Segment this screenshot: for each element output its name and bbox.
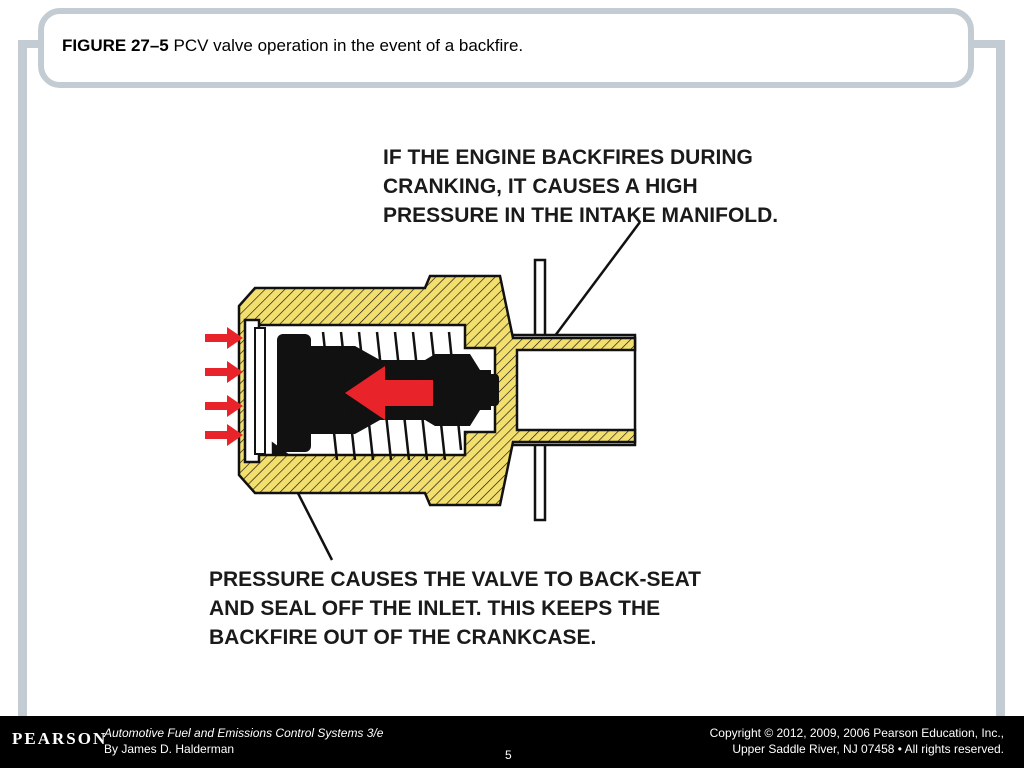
valve-seat-disc xyxy=(277,334,311,452)
red-arrow-icon xyxy=(205,424,243,446)
frame-left-bar xyxy=(18,40,27,716)
slide-title: FIGURE 27–5 PCV valve operation in the e… xyxy=(62,36,523,56)
callout-top-line: IF THE ENGINE BACKFIRES DURING xyxy=(383,146,753,169)
book-author: By James D. Halderman xyxy=(104,742,235,756)
frame-right-bar xyxy=(996,40,1005,716)
pcv-valve-diagram xyxy=(205,258,637,522)
callout-bottom: PRESSURE CAUSES THE VALVE TO BACK-SEAT A… xyxy=(209,565,701,652)
footer: PEARSON Automotive Fuel and Emissions Co… xyxy=(0,716,1024,768)
callout-top-line: CRANKING, IT CAUSES A HIGH xyxy=(383,175,698,198)
callout-top-line: PRESSURE IN THE INTAKE MANIFOLD. xyxy=(383,204,779,227)
red-arrow-icon xyxy=(205,361,243,383)
frame-top-left-bar xyxy=(18,40,44,48)
pressure-arrows xyxy=(205,327,433,446)
valve-housing xyxy=(237,274,637,507)
backfire-arrow-icon xyxy=(345,366,433,420)
copyright-line: Copyright © 2012, 2009, 2006 Pearson Edu… xyxy=(709,726,1004,740)
publisher-logo: PEARSON xyxy=(12,729,108,748)
frame-top-right-bar xyxy=(968,40,1005,48)
callout-bottom-line: BACKFIRE OUT OF THE CRANKCASE. xyxy=(209,626,597,649)
outlet-tube xyxy=(495,333,637,447)
valve-plunger-tip xyxy=(487,374,499,406)
callout-bottom-line: PRESSURE CAUSES THE VALVE TO BACK-SEAT xyxy=(209,568,702,591)
book-title: Automotive Fuel and Emissions Control Sy… xyxy=(104,726,384,740)
copyright-line: Upper Saddle River, NJ 07458 • All right… xyxy=(732,742,1004,756)
footer-book-info: Automotive Fuel and Emissions Control Sy… xyxy=(104,725,383,757)
callout-top: IF THE ENGINE BACKFIRES DURING CRANKING,… xyxy=(383,143,778,230)
title-box xyxy=(38,8,974,88)
inlet-seat-inner xyxy=(254,327,266,455)
figure-caption: PCV valve operation in the event of a ba… xyxy=(173,36,524,55)
red-arrow-icon xyxy=(205,395,243,417)
footer-copyright: Copyright © 2012, 2009, 2006 Pearson Edu… xyxy=(710,725,1004,757)
red-arrow-icon xyxy=(205,327,243,349)
figure-label: FIGURE 27–5 xyxy=(62,36,169,55)
page-number: 5 xyxy=(505,748,512,762)
callout-bottom-line: AND SEAL OFF THE INLET. THIS KEEPS THE xyxy=(209,597,661,620)
